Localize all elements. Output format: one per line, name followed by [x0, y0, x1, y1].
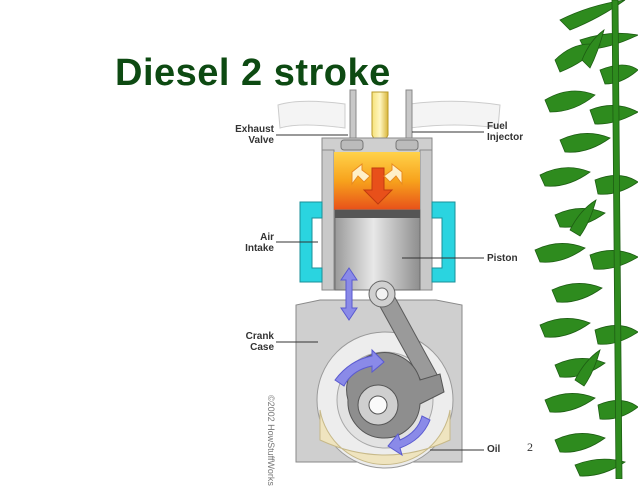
label-air-intake: Air Intake [245, 232, 274, 254]
rotation-arrow-bottom [387, 415, 431, 457]
intake-valve-head [395, 139, 419, 151]
slide-number: 2 [527, 440, 533, 454]
label-crank-case: Crank Case [245, 331, 274, 353]
label-oil: Oil [487, 444, 501, 455]
crankshaft-center [368, 395, 388, 415]
air-intake-right [431, 201, 456, 283]
rotation-arrow-top [334, 348, 385, 387]
slide-title: Diesel 2 stroke [115, 52, 391, 94]
piston-motion-arrow [340, 267, 358, 321]
fuel-pipe [409, 100, 501, 129]
flame-arrow-down [362, 167, 394, 205]
flame-arrow-left [351, 162, 371, 186]
wrist-pin-hole [375, 287, 389, 301]
copyright-text: ©2002 HowStuffWorks [266, 395, 276, 486]
label-piston: Piston [487, 253, 518, 264]
flame-arrow-right [383, 162, 403, 186]
exhaust-pipe [277, 100, 346, 129]
piston-ring [335, 210, 420, 218]
label-fuel-injector: Fuel Injector [487, 121, 524, 143]
exhaust-valve-head [340, 139, 364, 151]
label-exhaust-valve: Exhaust Valve [235, 124, 274, 146]
oil-pool [319, 409, 451, 466]
cylinder-wall-left [321, 149, 335, 291]
